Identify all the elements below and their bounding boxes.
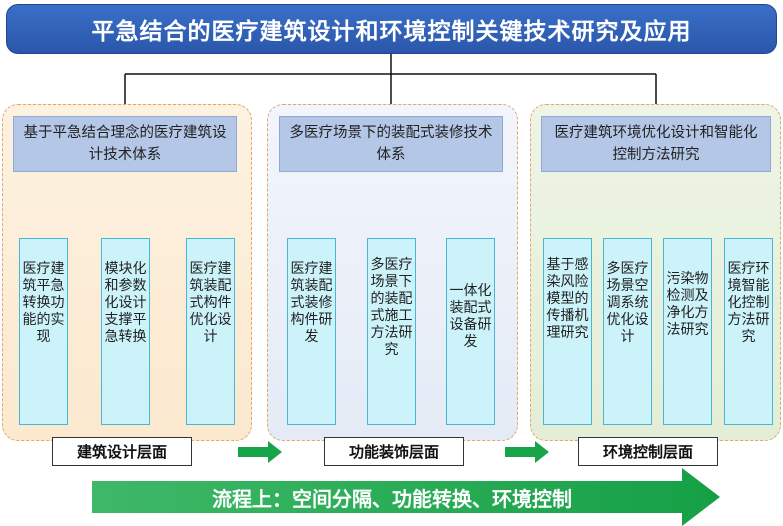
leaf-3-4: 医疗环境智能化控制方法研究	[724, 238, 773, 425]
leaf-2-2: 多医疗场景下的装配式施工方法研究	[367, 238, 416, 425]
page-title: 平急结合的医疗建筑设计和环境控制关键技术研究及应用	[6, 4, 777, 54]
leaf-3-2: 多医疗场景空调系统优化设计	[603, 238, 652, 425]
column-header-3: 医疗建筑环境优化设计和智能化控制方法研究	[541, 116, 771, 172]
leaf-2-1: 医疗建筑装配式装修构件研发	[287, 238, 336, 425]
leaf-1-3: 医疗建筑装配式构件优化设计	[186, 238, 235, 425]
layer-label-environment: 环境控制层面	[578, 437, 718, 466]
leaf-3-3: 污染物检测及净化方法研究	[663, 238, 712, 425]
layer-label-architecture: 建筑设计层面	[52, 437, 192, 466]
green-arrow-2	[505, 441, 549, 463]
layer-label-decoration: 功能装饰层面	[324, 437, 464, 466]
flow-arrow	[92, 468, 720, 526]
leaf-3-1: 基于感染风险模型的传播机理研究	[543, 238, 592, 425]
leaf-2-3: 一体化装配式设备研发	[446, 238, 495, 425]
leaf-1-1: 医疗建筑平急转换功能的实现	[19, 238, 68, 425]
green-arrow-1	[238, 441, 282, 463]
flow-text: 流程上：空间分隔、功能转换、环境控制	[212, 486, 572, 511]
column-header-2: 多医疗场景下的装配式装修技术体系	[279, 116, 503, 172]
leaf-1-2: 模块化和参数化设计支撑平急转换	[101, 238, 150, 425]
column-header-1: 基于平急结合理念的医疗建筑设计技术体系	[13, 116, 237, 172]
